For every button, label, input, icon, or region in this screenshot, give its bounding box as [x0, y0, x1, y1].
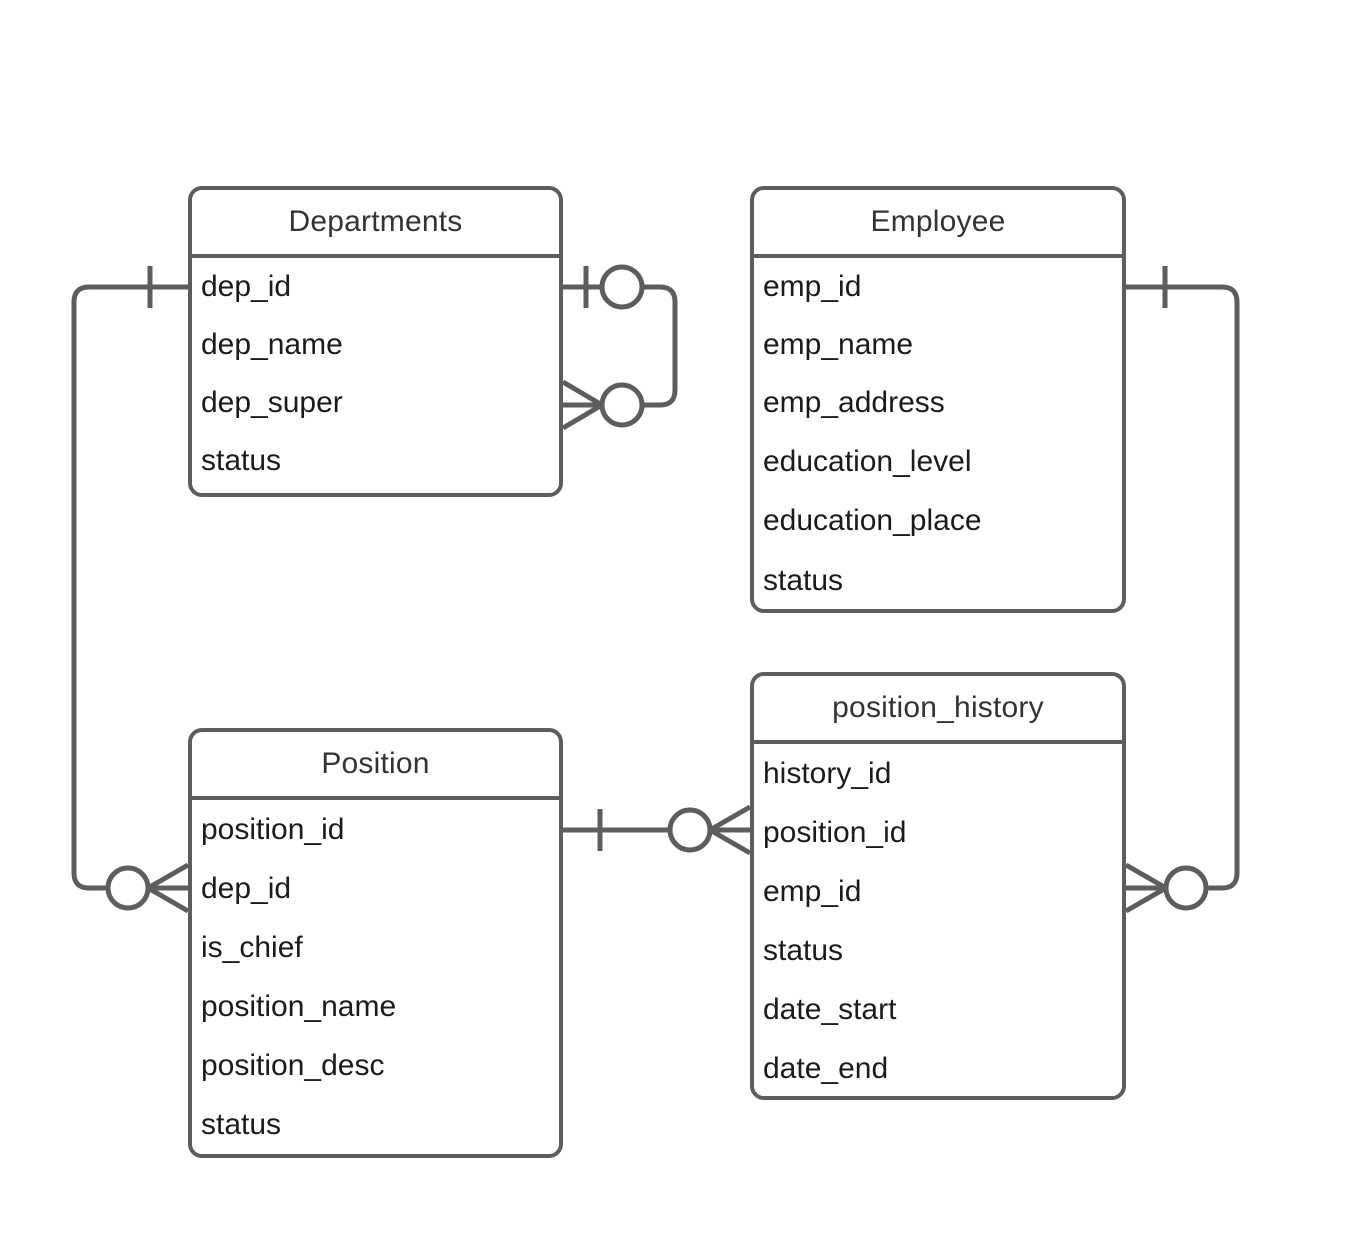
- crowsfoot-lower-departments-self: [561, 402, 604, 431]
- self-loop-bend: [642, 284, 678, 408]
- attribute-row[interactable]: status: [201, 444, 282, 477]
- attribute-row[interactable]: education_level: [763, 444, 972, 478]
- right-bus-path: [1126, 284, 1240, 891]
- attribute-row[interactable]: position_id: [763, 815, 907, 849]
- entity-header-employee: Employee: [754, 190, 1122, 258]
- attribute-row[interactable]: dep_id: [201, 270, 292, 303]
- left-bus-path: [71, 284, 188, 891]
- attribute-row[interactable]: emp_id: [763, 874, 862, 908]
- entity-title-departments: Departments: [288, 205, 463, 238]
- attribute-row[interactable]: history_id: [763, 756, 892, 790]
- zero-marker-position-dep: [105, 865, 151, 911]
- attribute-list-position-history: history_id position_id emp_id status dat…: [754, 744, 1122, 1098]
- zero-marker-departments-self-top: [599, 264, 645, 310]
- attribute-list-position: position_id dep_id is_chief position_nam…: [192, 800, 559, 1154]
- attribute-row[interactable]: status: [763, 564, 844, 597]
- attribute-row[interactable]: position_id: [201, 812, 345, 846]
- crowsfoot-upper-position-dep: [146, 862, 190, 891]
- zero-marker-departments-self-bottom: [599, 382, 645, 428]
- zero-marker-position-history: [667, 807, 713, 853]
- relationship-position-has-history: [563, 804, 752, 856]
- entity-header-position-history: position_history: [754, 676, 1122, 744]
- attribute-row[interactable]: emp_id: [763, 270, 862, 303]
- attribute-row[interactable]: position_desc: [201, 1048, 385, 1082]
- crowsfoot-lower-history-emp: [1124, 885, 1168, 914]
- entity-position[interactable]: Position position_id dep_id is_chief pos…: [188, 728, 563, 1158]
- relationship-departments-self-supervises: [561, 264, 678, 431]
- entity-title-position-history: position_history: [832, 691, 1044, 724]
- attribute-row[interactable]: status: [763, 933, 844, 967]
- attribute-row[interactable]: is_chief: [201, 930, 303, 964]
- crowsfoot-upper-departments-self: [561, 379, 604, 408]
- crowsfoot-lower-position-dep: [146, 885, 190, 914]
- relationship-departments-has-positions: [71, 266, 190, 914]
- attribute-row[interactable]: date_end: [763, 1051, 889, 1085]
- attribute-row[interactable]: education_place: [763, 504, 982, 537]
- entity-position-history[interactable]: position_history history_id position_id …: [750, 672, 1126, 1100]
- attribute-row[interactable]: dep_name: [201, 328, 343, 361]
- attribute-row[interactable]: date_start: [763, 992, 897, 1026]
- entity-header-departments: Departments: [192, 190, 559, 258]
- zero-marker-history-emp: [1163, 865, 1209, 911]
- attribute-row[interactable]: position_name: [201, 989, 397, 1023]
- entity-departments[interactable]: Departments dep_id dep_name dep_super st…: [188, 186, 563, 497]
- entity-header-position: Position: [192, 732, 559, 800]
- attribute-row[interactable]: dep_id: [201, 871, 292, 905]
- attribute-list-employee: emp_id emp_name emp_address education_le…: [754, 258, 1122, 611]
- entity-title-position: Position: [321, 747, 430, 780]
- entity-title-employee: Employee: [870, 205, 1006, 238]
- attribute-row[interactable]: dep_super: [201, 386, 343, 419]
- crowsfoot-lower-position-history: [708, 827, 752, 856]
- crowsfoot-upper-position-history: [708, 804, 752, 833]
- relationship-employee-has-history: [1124, 266, 1240, 914]
- entity-employee[interactable]: Employee emp_id emp_name emp_address edu…: [750, 186, 1126, 613]
- attribute-row[interactable]: status: [201, 1107, 282, 1141]
- attribute-list-departments: dep_id dep_name dep_super status: [192, 258, 559, 490]
- attribute-row[interactable]: emp_address: [763, 386, 945, 419]
- attribute-row[interactable]: emp_name: [763, 328, 914, 361]
- crowsfoot-upper-history-emp: [1124, 862, 1168, 891]
